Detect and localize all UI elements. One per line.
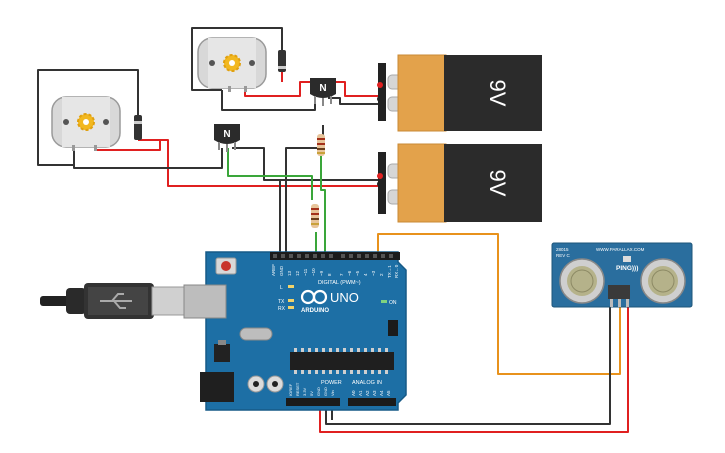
battery-voltage-label: 9V bbox=[485, 170, 510, 197]
wire-motor-top-red bbox=[244, 81, 380, 97]
power-header bbox=[286, 398, 340, 406]
pin-label: A4 bbox=[379, 390, 384, 396]
battery-9v-top[interactable]: 9V bbox=[377, 54, 542, 132]
pin-label: 12 bbox=[295, 270, 300, 276]
npn-transistor-right[interactable]: N bbox=[310, 78, 336, 106]
atmega-chip bbox=[290, 352, 394, 370]
pin-label: GND bbox=[279, 265, 284, 276]
resistor-top[interactable] bbox=[317, 134, 325, 156]
pin-label: Vin bbox=[330, 390, 335, 396]
sensor-name: PING))) bbox=[616, 265, 638, 272]
pin-label: A2 bbox=[365, 390, 370, 396]
pin-label: ~10 bbox=[311, 268, 316, 276]
pin-label: 3.3V bbox=[302, 387, 307, 396]
icsp-header bbox=[388, 320, 398, 336]
digital-header-label: DIGITAL (PWM~) bbox=[318, 280, 361, 286]
pin-label: 13 bbox=[287, 270, 292, 276]
analog-header bbox=[348, 398, 396, 406]
transducer-right bbox=[640, 258, 686, 304]
transducer-left bbox=[559, 258, 605, 304]
power-jack bbox=[200, 372, 234, 402]
transistor-label: N bbox=[223, 129, 230, 140]
analog-pin-labels: A0 A1 A2 A3 A4 A5 bbox=[351, 390, 391, 396]
sensor-led bbox=[623, 256, 631, 262]
pin-label: 8 bbox=[327, 273, 332, 276]
wire-motor-left-red bbox=[95, 139, 380, 187]
pin-label: 2 bbox=[379, 273, 384, 276]
usb-jack bbox=[183, 284, 227, 319]
battery-9v-bottom[interactable]: 9V bbox=[377, 143, 542, 223]
pin-label: ~5 bbox=[355, 270, 360, 276]
led-l bbox=[288, 285, 294, 288]
pin-label: ~6 bbox=[347, 270, 352, 276]
pin-label: 4 bbox=[363, 273, 368, 276]
led-rx bbox=[288, 306, 294, 309]
pin-label: A3 bbox=[372, 390, 377, 396]
digital-pin-labels: AREF GND 13 12 ~11 ~10 ~9 8 7 ~6 ~5 4 ~3… bbox=[271, 264, 399, 278]
pin-label: A5 bbox=[386, 390, 391, 396]
pin-label: A0 bbox=[351, 390, 356, 396]
diode-top[interactable] bbox=[278, 50, 286, 72]
pin-label: 5V bbox=[309, 391, 314, 396]
diode-left[interactable] bbox=[134, 115, 142, 140]
ultrasonic-sensor-ping[interactable]: 28015 REV C WWW.PARALLAX.COM PING))) bbox=[551, 242, 693, 308]
battery-voltage-label: 9V bbox=[485, 80, 510, 107]
arduino-infinity-logo bbox=[300, 289, 328, 305]
analog-header-label: ANALOG IN bbox=[352, 380, 382, 386]
resistor-bottom[interactable] bbox=[311, 204, 319, 228]
arduino-model: UNO bbox=[330, 290, 359, 305]
wire-motor-top-black bbox=[221, 90, 316, 111]
wire-motor-top-frame bbox=[191, 27, 283, 91]
sensor-url: WWW.PARALLAX.COM bbox=[596, 247, 645, 252]
digital-header bbox=[270, 252, 400, 260]
pin-label: TX→1 bbox=[387, 265, 392, 278]
chip-pins bbox=[294, 348, 388, 374]
wire-power-black bbox=[325, 305, 611, 425]
sensor-pin-header bbox=[608, 285, 630, 299]
pin-label: ~11 bbox=[303, 268, 308, 276]
pin-label: RESET bbox=[295, 382, 300, 396]
digital-pin-holes bbox=[273, 254, 393, 258]
wire-green-right bbox=[320, 155, 326, 258]
wire-green-left bbox=[227, 148, 313, 200]
usb-cable[interactable] bbox=[40, 283, 191, 319]
usb-icon bbox=[100, 293, 132, 309]
wire-trans-right-black bbox=[328, 97, 380, 105]
pin-label: GND bbox=[316, 387, 321, 396]
npn-transistor-left[interactable]: N bbox=[214, 124, 240, 152]
dc-motor-left[interactable] bbox=[51, 96, 121, 151]
power-header-label: POWER bbox=[321, 380, 342, 386]
crystal bbox=[239, 327, 273, 341]
transistor-label: N bbox=[319, 83, 326, 94]
pin-label: RX←0 bbox=[394, 264, 399, 278]
led-on-label: ON bbox=[389, 300, 397, 306]
voltage-regulator bbox=[214, 344, 230, 362]
pin-label: A1 bbox=[358, 390, 363, 396]
led-tx bbox=[288, 299, 294, 302]
power-pin-labels: IOREF RESET 3.3V 5V GND GND Vin bbox=[288, 382, 335, 396]
pin-label: 7 bbox=[339, 273, 344, 276]
led-l-label: L bbox=[280, 285, 283, 291]
wire-power-red bbox=[319, 305, 629, 433]
pin-label: ~3 bbox=[371, 270, 376, 276]
sensor-model: 28015 bbox=[556, 247, 569, 252]
led-tx-label: TX bbox=[278, 299, 285, 305]
led-on bbox=[381, 300, 387, 303]
arduino-uno-board[interactable]: AREF GND 13 12 ~11 ~10 ~9 8 7 ~6 ~5 4 ~3… bbox=[183, 251, 407, 411]
wire-orange bbox=[377, 233, 621, 375]
sensor-revision: REV C bbox=[556, 253, 571, 258]
led-rx-label: RX bbox=[278, 306, 286, 312]
dc-motor-top[interactable] bbox=[197, 37, 267, 92]
pin-label: ~9 bbox=[319, 270, 324, 276]
pin-label: AREF bbox=[271, 264, 276, 276]
pin-label: IOREF bbox=[288, 383, 293, 396]
wire-motor-left-black bbox=[73, 148, 223, 169]
pin-label: GND bbox=[323, 387, 328, 396]
arduino-brand: ARDUINO bbox=[301, 308, 329, 314]
